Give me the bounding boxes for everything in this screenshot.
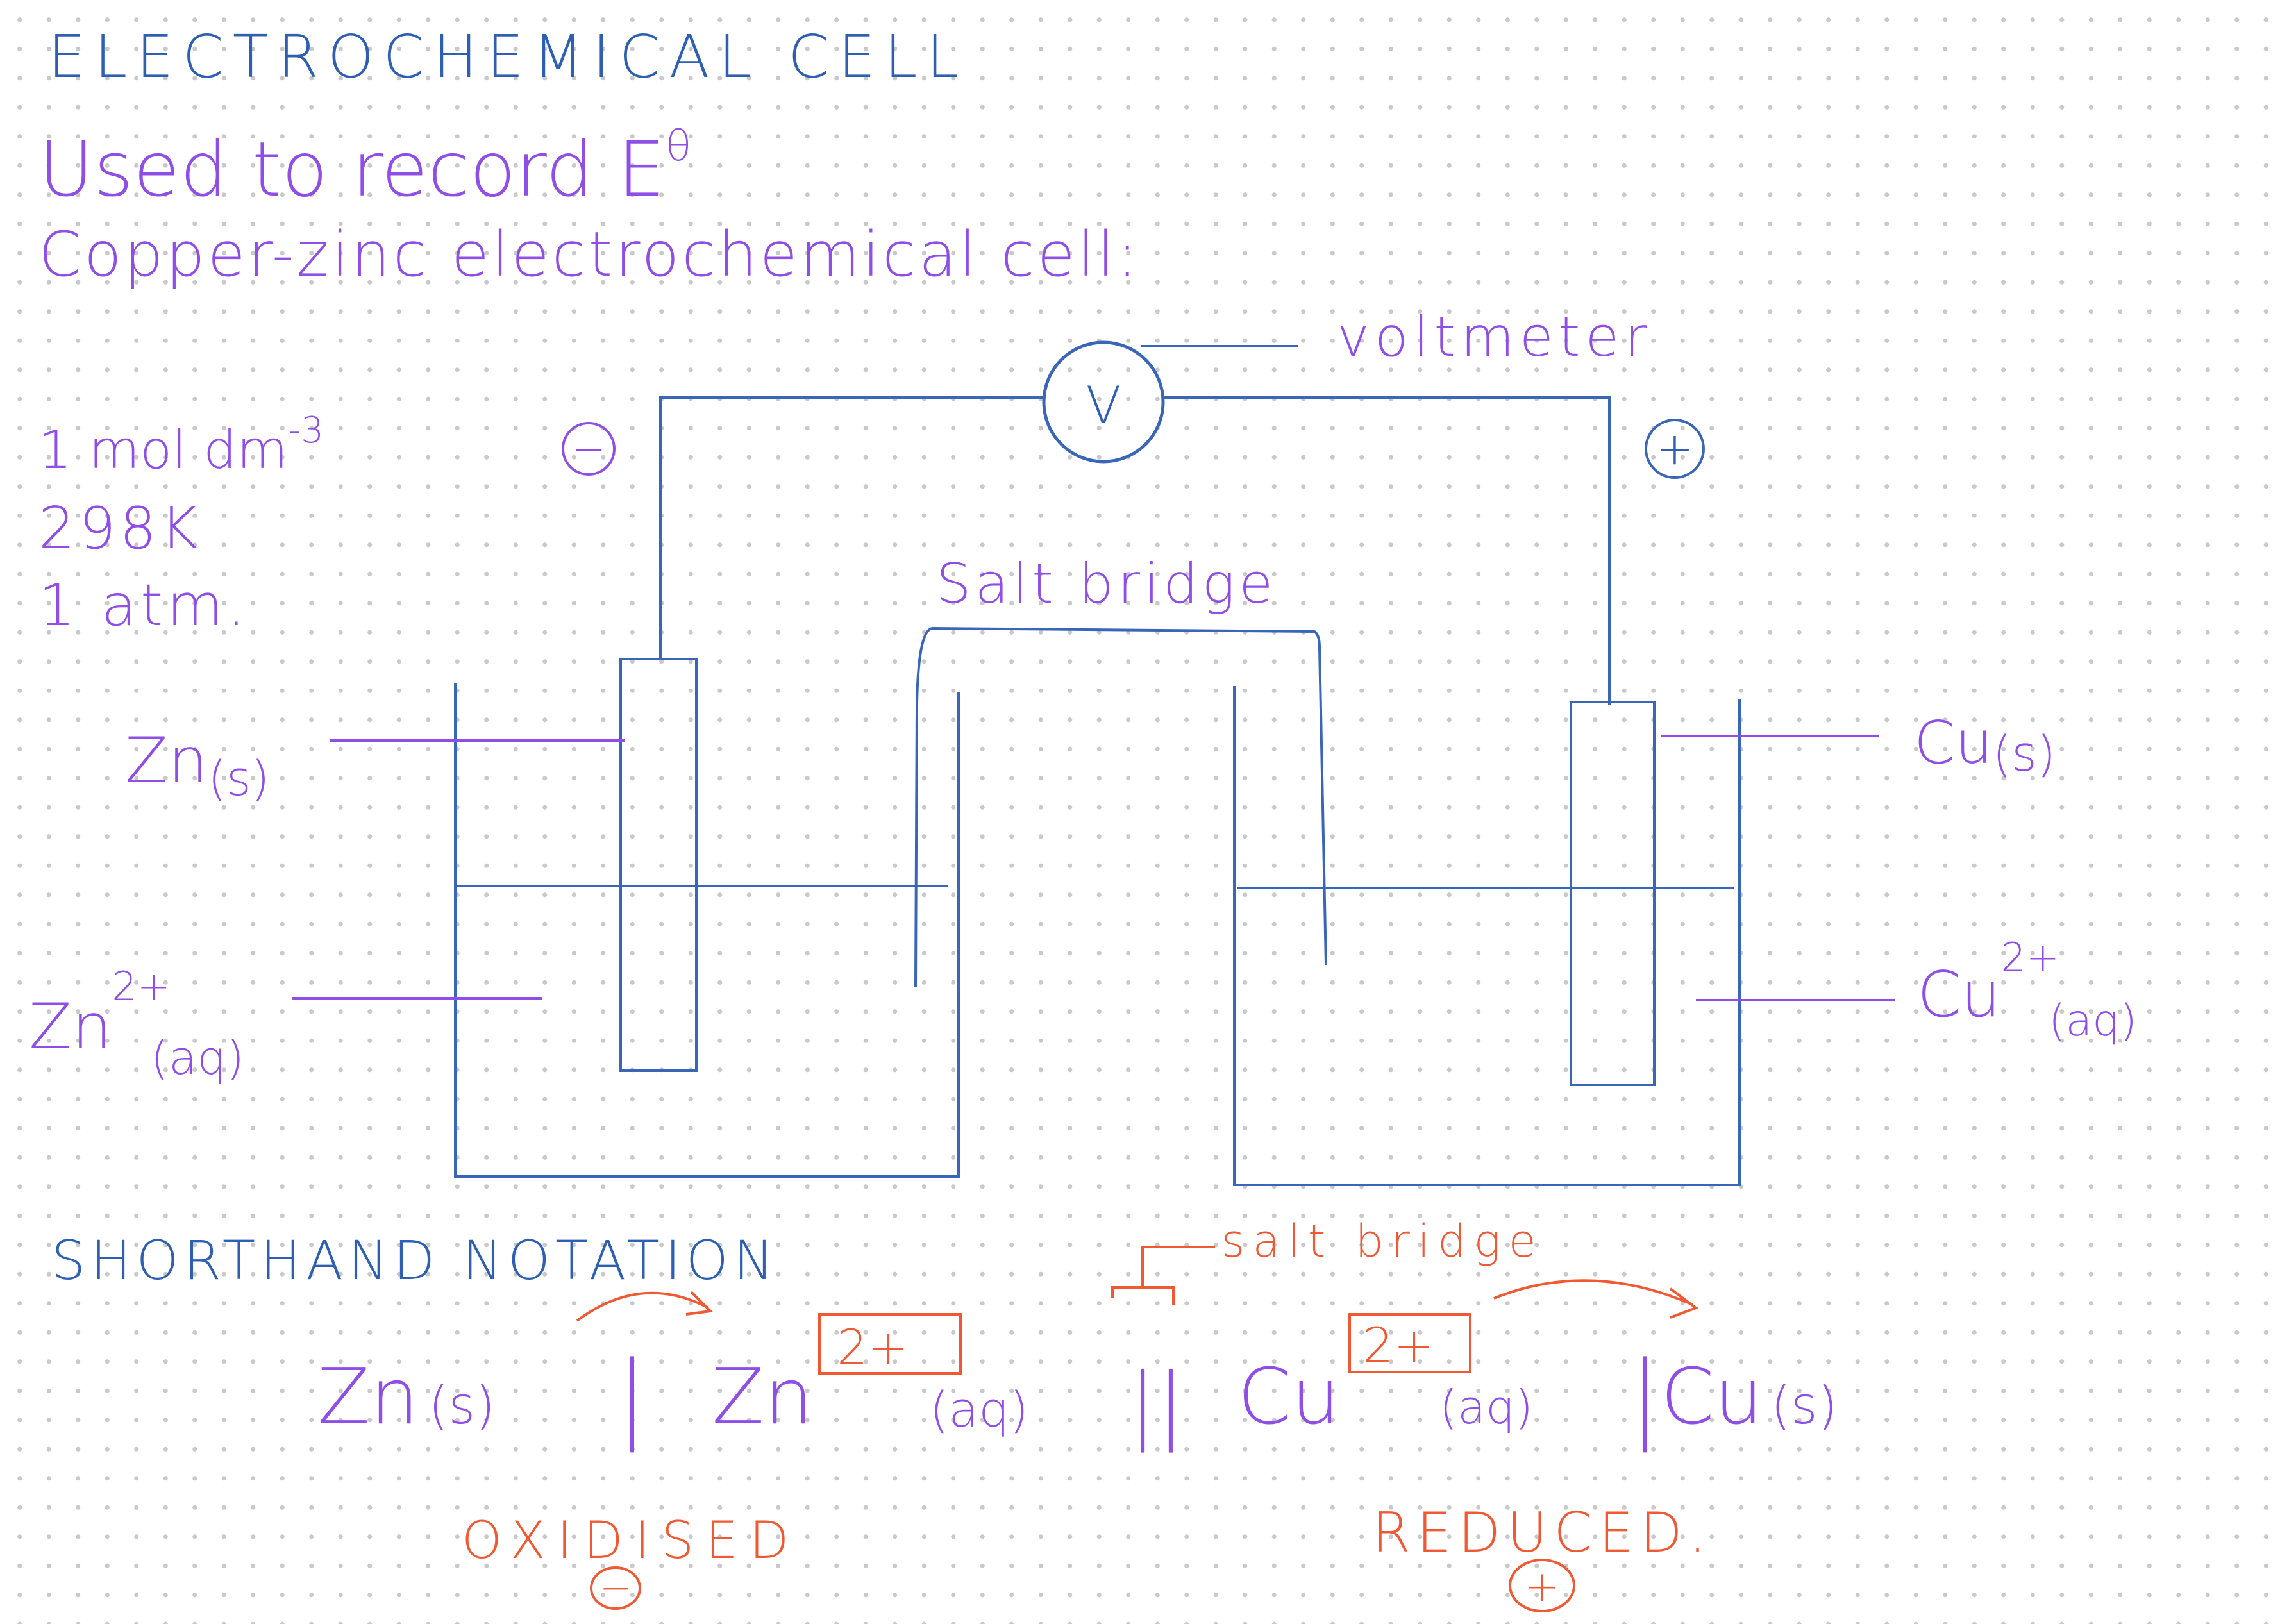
- oxidised-sign-circle: [590, 1566, 641, 1610]
- condition-concentration: 1 mol dm-3: [38, 410, 324, 481]
- shorthand-phase-boundary-1: |: [616, 1341, 648, 1453]
- zn-charge-box: [818, 1313, 962, 1375]
- shorthand-phase-boundary-2: |: [1629, 1341, 1661, 1453]
- condition-pressure: 1 atm.: [38, 572, 249, 639]
- shorthand-cu-charge: 2+: [1363, 1317, 1434, 1374]
- zn-electrode-label: Zn(s): [125, 724, 270, 807]
- zinc-electrode: [619, 658, 698, 1072]
- oxidised-sign: −: [600, 1566, 632, 1611]
- copper-electrode: [1570, 701, 1656, 1086]
- standard-symbol: θ: [666, 121, 691, 171]
- right-wire: [1163, 396, 1611, 705]
- salt-bridge-label: Salt bridge: [936, 552, 1277, 616]
- reduced-label: REDUCED.: [1372, 1501, 1713, 1565]
- left-wire: [659, 396, 1044, 659]
- salt-bridge-note: salt bridge: [1221, 1215, 1544, 1268]
- shorthand-zn-ion-state: (aq): [930, 1381, 1028, 1438]
- page-title: ELECTROCHEMICAL CELL: [48, 22, 968, 91]
- voltmeter-symbol: V: [1086, 376, 1121, 435]
- oxidised-label: OXIDISED: [462, 1511, 800, 1570]
- positive-electrode-circle: [1645, 419, 1705, 479]
- cu-electrode-label: Cu(s): [1914, 708, 2056, 782]
- shorthand-heading: SHORTHAND NOTATION: [51, 1229, 779, 1292]
- salt-bridge: [914, 626, 1327, 988]
- intro-line-2: Copper-zinc electrochemical cell:: [38, 219, 1140, 290]
- positive-sign: +: [1656, 423, 1694, 475]
- intro-line-1: Used to record Eθ: [38, 121, 691, 213]
- shorthand-zn-ion: Zn: [712, 1353, 813, 1442]
- negative-electrode-circle: [562, 422, 616, 476]
- oxidation-arrow: [576, 1291, 714, 1322]
- shorthand-cu-solid: Cu(s): [1661, 1353, 1838, 1442]
- zn-solution-label: Zn2+(aq): [29, 963, 244, 1085]
- shorthand-zn-charge: 2+: [837, 1319, 909, 1376]
- right-beaker: [1233, 686, 1741, 1186]
- salt-bridge-bracket: [1111, 1246, 1215, 1305]
- voltmeter-label: voltmeter: [1337, 305, 1652, 369]
- shorthand-cu-ion: Cu: [1237, 1353, 1340, 1442]
- reduced-sign-circle: [1509, 1559, 1575, 1612]
- reduced-sign: +: [1524, 1562, 1559, 1611]
- condition-temperature: 298K: [38, 495, 202, 562]
- left-beaker: [454, 683, 960, 1178]
- cu-solution-label: Cu2+(aq): [1917, 934, 2137, 1046]
- reduction-arrow: [1493, 1279, 1699, 1319]
- shorthand-cu-ion-state: (aq): [1439, 1380, 1533, 1434]
- negative-sign: −: [571, 426, 606, 473]
- shorthand-salt-bridge: ||: [1128, 1355, 1185, 1453]
- voltmeter: [1042, 340, 1165, 464]
- shorthand-zn-solid: Zn(s): [317, 1353, 495, 1442]
- cu-charge-box: [1348, 1313, 1472, 1373]
